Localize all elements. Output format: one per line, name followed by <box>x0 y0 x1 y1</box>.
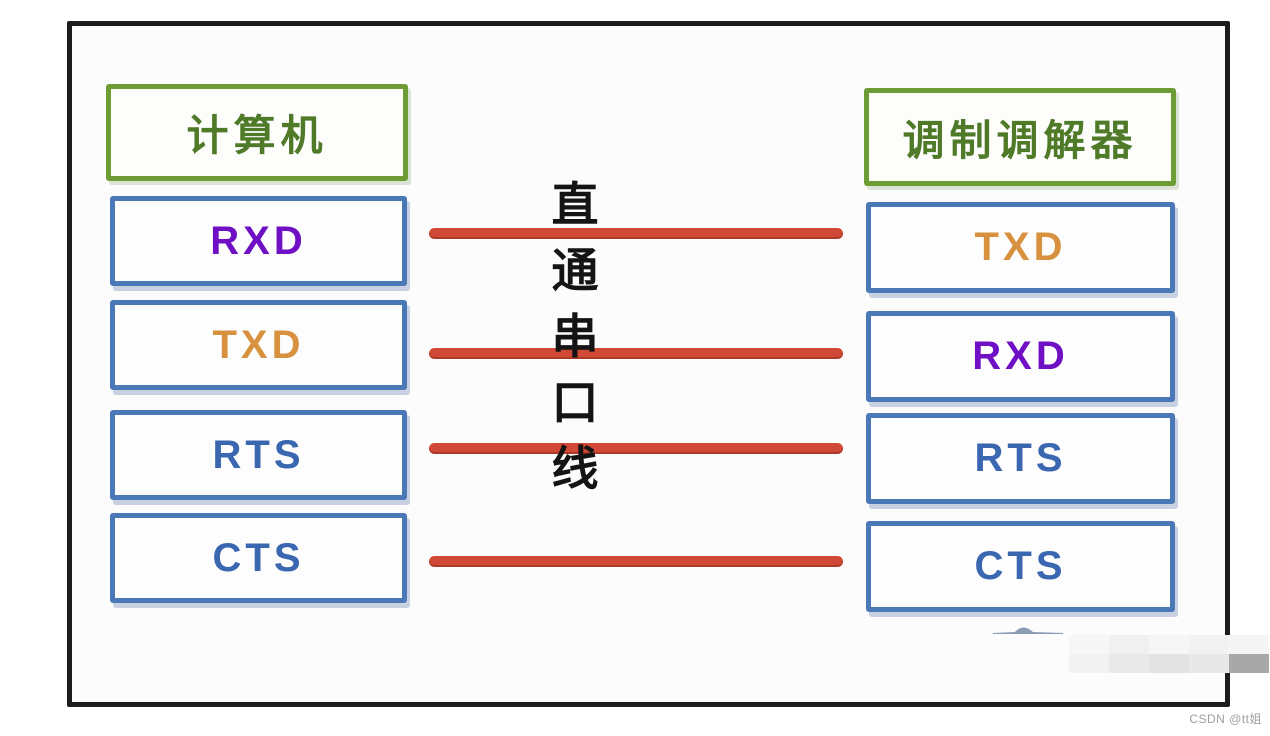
pin-box-computer-txd: TXD <box>110 300 407 390</box>
connection-line-cts-cts <box>429 556 843 567</box>
pin-box-modem-rts: RTS <box>866 413 1175 504</box>
csdn-watermark: CSDN @tt姐 <box>1189 712 1262 726</box>
pin-box-modem-txd: TXD <box>866 202 1175 293</box>
pin-box-computer-rts: RTS <box>110 410 407 500</box>
modem-title-box: 调制调解器 <box>864 88 1176 186</box>
pin-label-computer-txd: TXD <box>212 322 305 367</box>
pin-label-computer-cts: CTS <box>212 535 305 580</box>
pin-box-modem-rxd: RXD <box>866 311 1175 402</box>
cable-type-label: 直通串口线 <box>551 178 599 495</box>
pin-label-computer-rxd: RXD <box>210 218 307 263</box>
computer-title-box: 计算机 <box>106 84 408 181</box>
pin-box-computer-rxd: RXD <box>110 196 407 286</box>
blurred-watermark <box>993 623 1269 673</box>
pin-label-modem-cts: CTS <box>974 544 1067 588</box>
pin-label-modem-txd: TXD <box>974 225 1067 269</box>
connection-line-rts-rts <box>429 443 843 454</box>
modem-title: 调制调解器 <box>902 116 1138 164</box>
computer-title: 计算机 <box>186 112 328 159</box>
pin-label-modem-rts: RTS <box>974 436 1067 480</box>
pin-label-computer-rts: RTS <box>212 432 305 477</box>
pin-box-computer-cts: CTS <box>110 513 407 603</box>
pixelated-blur <box>1069 635 1269 673</box>
pin-label-modem-rxd: RXD <box>972 334 1069 378</box>
connection-line-txd-rxd <box>429 348 843 359</box>
connection-line-rxd-txd <box>429 228 843 239</box>
pin-box-modem-cts: CTS <box>866 521 1175 612</box>
blurred-logo-shape <box>993 627 1063 634</box>
diagram-frame: 计算机 调制调解器 RXD TXD RTS CTS TXD RXD RTS CT… <box>67 21 1269 707</box>
